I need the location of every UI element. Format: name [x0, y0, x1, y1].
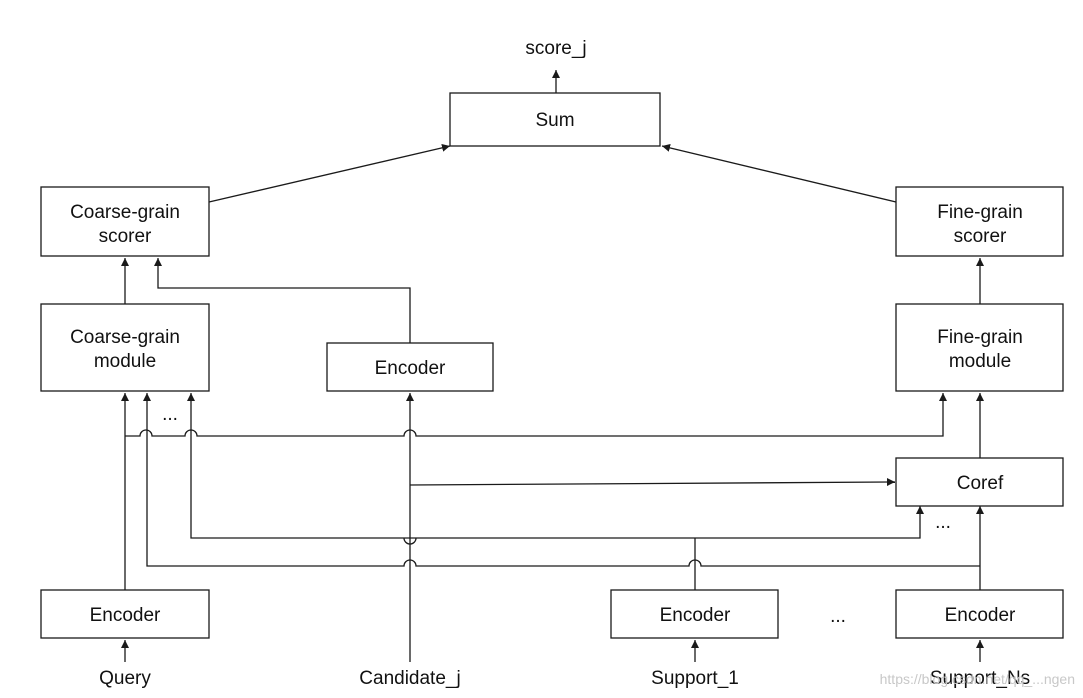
supportN-encoder-box: Encoder — [895, 589, 1064, 639]
supportN-encoder-label: Encoder — [945, 605, 1016, 626]
candidate-encoder-box: Encoder — [326, 342, 494, 392]
candidate-encoder-label: Encoder — [375, 358, 446, 379]
coarse-module-label-line1: Coarse-grain — [70, 327, 180, 348]
input-support1-label: Support_1 — [651, 668, 739, 689]
input-query-label: Query — [99, 668, 151, 689]
fine-scorer-label-line2: scorer — [954, 226, 1007, 247]
arrow-fine-scorer-to-sum — [661, 143, 897, 203]
query-encoder-label: Encoder — [90, 605, 161, 626]
fine-module-label-line2: module — [949, 351, 1011, 372]
fine-module-label-line1: Fine-grain — [937, 327, 1023, 348]
arrow-candidate-to-coref — [409, 478, 896, 487]
ellipsis-supports: ... — [830, 606, 846, 627]
coarse-grain-scorer-box: Coarse-grain scorer — [40, 186, 210, 257]
coarse-module-label-line2: module — [94, 351, 156, 372]
output-score-label: score_j — [525, 38, 586, 59]
support1-encoder-box: Encoder — [610, 589, 779, 639]
arrow-candidate-encoder-to-coarse-scorer — [154, 258, 411, 343]
sum-box: Sum — [449, 92, 661, 147]
wire-supportN-to-coarse-module — [143, 393, 980, 567]
ellipsis-coarse-inputs: ... — [162, 404, 178, 425]
fine-grain-scorer-box: Fine-grain scorer — [895, 186, 1064, 257]
input-supportN-label: Support_Ns — [930, 668, 1030, 689]
arrow-coarse-scorer-to-sum — [208, 143, 451, 203]
query-encoder-box: Encoder — [40, 589, 210, 639]
coref-box: Coref — [895, 457, 1064, 507]
coarse-grain-module-box: Coarse-grain module — [40, 303, 210, 392]
input-candidate-label: Candidate_j — [359, 668, 460, 689]
coref-label: Coref — [957, 473, 1004, 494]
sum-label: Sum — [535, 110, 574, 131]
ellipsis-coref-inputs: ... — [935, 512, 951, 533]
wire-support1-to-coref — [695, 506, 924, 539]
coarse-scorer-label-line1: Coarse-grain — [70, 202, 180, 223]
fine-scorer-label-line1: Fine-grain — [937, 202, 1023, 223]
wire-support1-to-coarse-module — [191, 393, 695, 545]
support1-encoder-label: Encoder — [660, 605, 731, 626]
coarse-scorer-label-line2: scorer — [99, 226, 152, 247]
watermark-text: https://blog.csdn.net/qq_...ngen — [880, 671, 1075, 687]
fine-grain-module-box: Fine-grain module — [895, 303, 1064, 392]
connections — [121, 70, 984, 662]
wire-query-to-fine-module — [125, 393, 947, 437]
